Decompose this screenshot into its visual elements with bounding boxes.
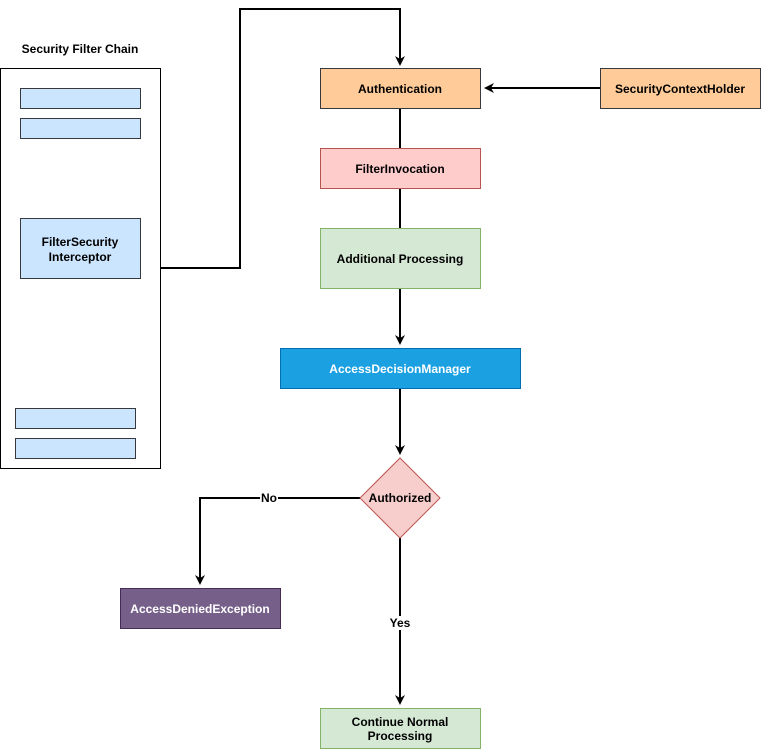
additional-processing-label: Additional Processing	[337, 252, 464, 266]
edges	[160, 8, 600, 705]
continue-normal-processing-node: Continue Normal Processing	[320, 708, 481, 749]
access-denied-exception-node: AccessDeniedException	[120, 588, 281, 629]
edge-authorized-to-access-denied	[195, 497, 360, 585]
filter-chain-slot	[20, 88, 141, 109]
edge-label-yes-text: Yes	[390, 616, 411, 630]
authentication-label: Authentication	[358, 82, 442, 96]
filter-invocation-node: FilterInvocation	[320, 148, 481, 189]
authentication-node: Authentication	[320, 68, 481, 109]
continue-normal-processing-label-line1: Continue Normal	[352, 715, 449, 729]
continue-normal-processing-label-line2: Processing	[368, 729, 433, 743]
filter-security-interceptor-node: FilterSecurity Interceptor	[20, 218, 141, 279]
filter-invocation-label: FilterInvocation	[355, 162, 444, 176]
edge-label-yes: Yes	[388, 616, 412, 630]
security-context-holder-label: SecurityContextHolder	[615, 82, 745, 96]
access-decision-manager-node: AccessDecisionManager	[280, 348, 521, 389]
edge-interceptor-to-authentication	[160, 8, 405, 269]
filter-chain-container: FilterSecurity Interceptor	[0, 68, 161, 469]
filter-chain-title: Security Filter Chain	[22, 42, 139, 56]
filter-chain-slot	[15, 438, 136, 459]
access-decision-manager-label: AccessDecisionManager	[329, 362, 471, 376]
authorized-label: Authorized	[369, 491, 432, 505]
security-context-holder-node: SecurityContextHolder	[600, 68, 761, 109]
authorized-decision-node: Authorized	[359, 457, 441, 539]
filter-security-interceptor-label-line2: Interceptor	[49, 250, 112, 264]
filter-chain-slot	[20, 118, 141, 139]
edge-label-no-text: No	[261, 491, 277, 505]
filter-security-interceptor-label-line1: FilterSecurity	[42, 235, 119, 249]
additional-processing-node: Additional Processing	[320, 228, 481, 289]
filter-chain-slot	[15, 408, 136, 429]
access-denied-exception-label: AccessDeniedException	[130, 602, 269, 616]
edge-label-no: No	[260, 491, 278, 505]
